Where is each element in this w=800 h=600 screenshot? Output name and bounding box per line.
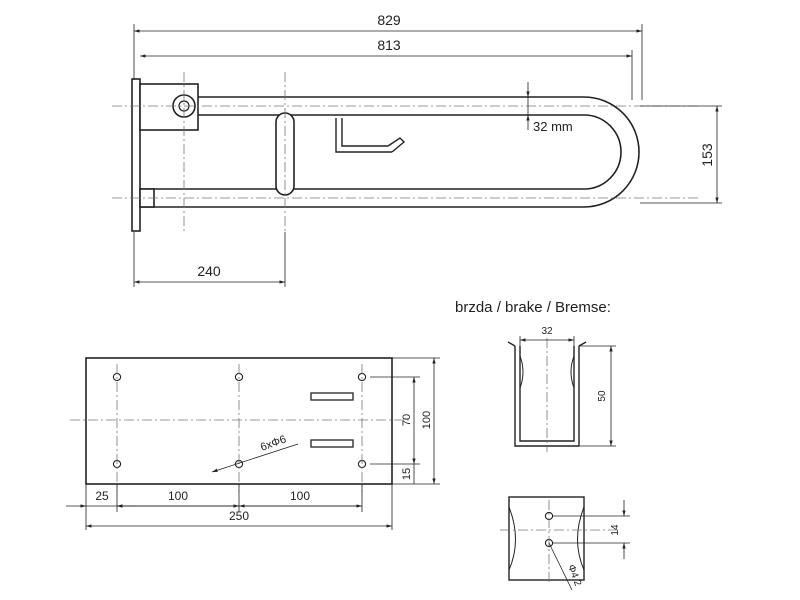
brake-side <box>508 496 585 581</box>
paper-holder <box>335 118 392 153</box>
wall-plate <box>131 78 141 232</box>
brake-dim-14: 14 <box>610 524 621 536</box>
brake-dim-32: 32 <box>541 326 553 337</box>
dim-250: 250 <box>229 509 249 523</box>
u-tube <box>140 96 640 208</box>
dim-100-right: 100 <box>290 489 310 503</box>
dim-32mm: 32 mm <box>533 119 573 134</box>
slot-lower <box>310 439 354 448</box>
dim-15: 15 <box>401 468 413 480</box>
dim-100-left: 100 <box>168 489 188 503</box>
dim-829: 829 <box>377 12 401 28</box>
dim-25: 25 <box>95 489 109 503</box>
dim-240: 240 <box>197 263 221 279</box>
brake-dim-50: 50 <box>597 390 608 402</box>
dim-100-height: 100 <box>421 411 433 429</box>
brake-heading: brzda / brake / Bremse: <box>455 299 611 316</box>
dim-70: 70 <box>401 414 413 426</box>
dim-153: 153 <box>699 143 715 167</box>
brake-dim-hole: Φ4,2 <box>565 563 583 588</box>
slot-upper <box>310 392 354 401</box>
dim-813: 813 <box>377 37 401 53</box>
grab-bar-view <box>131 78 640 232</box>
